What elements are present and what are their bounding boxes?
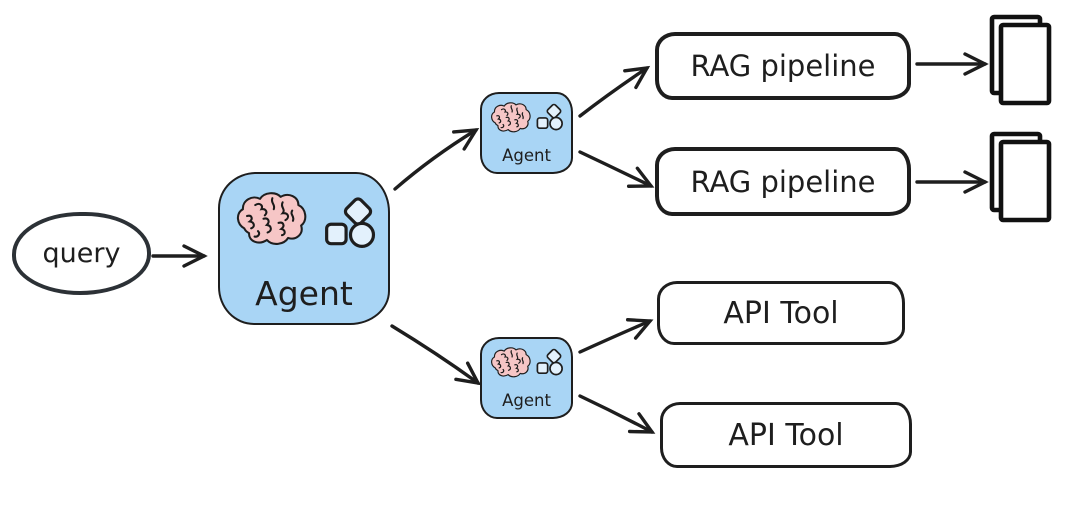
shapes-cluster-icon: [536, 348, 563, 376]
brain-icon: [491, 102, 531, 133]
api-tool-2-node: API Tool: [660, 402, 912, 468]
edge-sub-agent-bottom-to-api-tool-2: [578, 394, 656, 434]
rag-pipeline-2-node: RAG pipeline: [655, 147, 911, 216]
api-tool-1-label: API Tool: [723, 295, 839, 331]
document-stack-icon: [989, 14, 1052, 106]
main-agent-label: Agent: [255, 274, 353, 313]
query-label: query: [42, 238, 121, 269]
edge-sub-agent-top-to-rag-pipeline-1: [578, 65, 651, 118]
rag-pipeline-2-label: RAG pipeline: [690, 164, 876, 199]
brain-icon: [491, 347, 531, 378]
query-node: query: [12, 212, 151, 295]
shapes-cluster-icon: [536, 103, 563, 131]
sub-agent-bottom-node: Agent: [480, 337, 573, 419]
rag-pipeline-1-label: RAG pipeline: [690, 49, 876, 83]
api-tool-2-label: API Tool: [728, 417, 844, 453]
sub-agent-bottom-label: Agent: [502, 391, 551, 410]
rag-pipeline-1-node: RAG pipeline: [655, 32, 911, 100]
edge-main-agent-to-sub-agent-bottom: [390, 324, 482, 386]
shapes-cluster-icon: [325, 197, 376, 248]
api-tool-1-node: API Tool: [657, 281, 905, 345]
edge-sub-agent-top-to-rag-pipeline-2: [578, 150, 655, 188]
sub-agent-top-node: Agent: [480, 92, 573, 174]
brain-icon: [236, 192, 307, 245]
document-stack-icon: [989, 131, 1052, 223]
main-agent-node: Agent: [218, 172, 390, 325]
edge-main-agent-to-sub-agent-top: [393, 128, 480, 191]
sub-agent-top-label: Agent: [502, 146, 551, 165]
edge-sub-agent-bottom-to-api-tool-1: [578, 318, 654, 354]
